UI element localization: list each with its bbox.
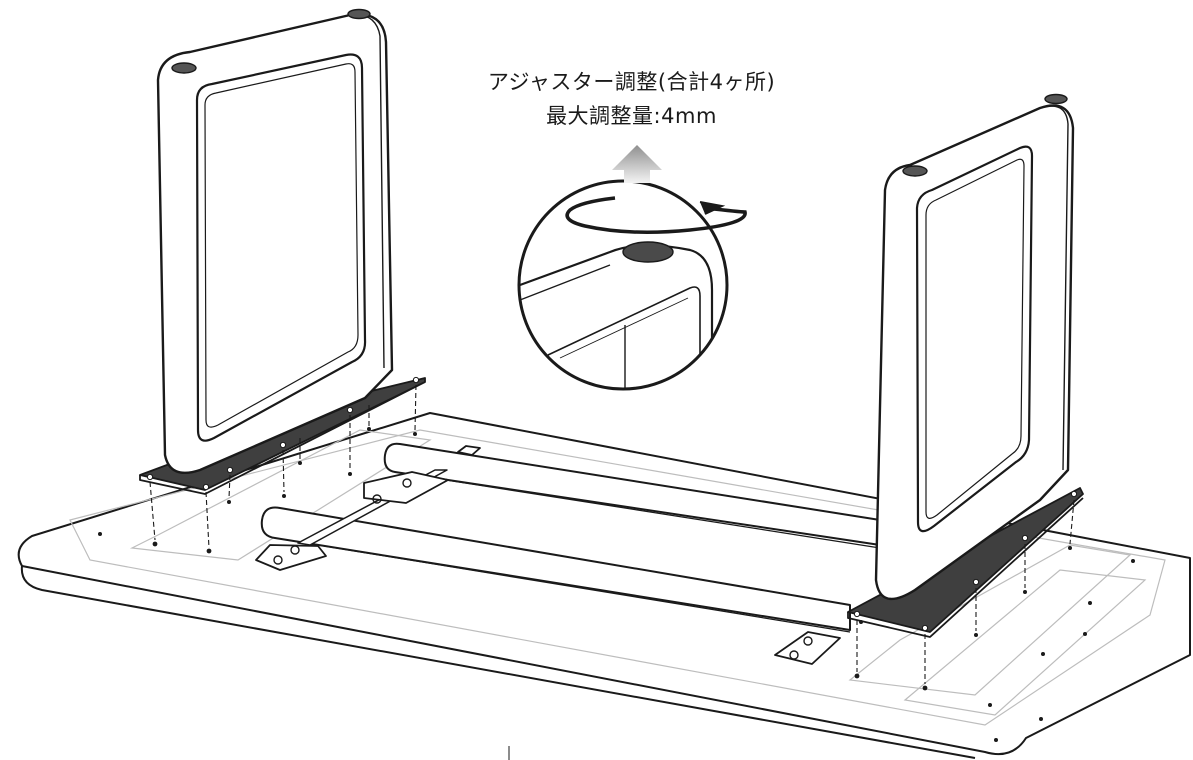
right-guide-lines — [856, 499, 1075, 684]
left-leg — [139, 8, 426, 495]
adjuster-title: アジャスター調整(合計4ヶ所) — [487, 70, 776, 94]
left-guide-lines — [149, 384, 417, 549]
rotation-arrow-icon — [565, 196, 747, 234]
right-plate-holes — [853, 490, 1078, 632]
left-plate-holes — [146, 376, 420, 491]
bracket-holes — [273, 478, 813, 660]
right-leg — [847, 93, 1084, 638]
frame-rails — [260, 442, 881, 633]
up-arrow-icon — [612, 145, 662, 183]
max-adjustment-label: 最大調整量:4mm — [546, 104, 717, 128]
mounting-outline — [69, 429, 1166, 726]
adjuster-zoom-detail — [517, 145, 747, 391]
